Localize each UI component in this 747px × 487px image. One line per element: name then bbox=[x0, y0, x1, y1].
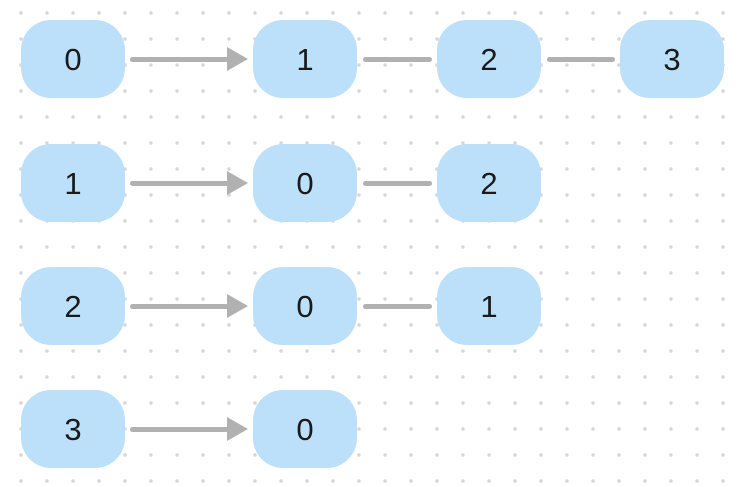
arrowhead-icon bbox=[227, 47, 248, 71]
arrowhead-icon bbox=[227, 294, 248, 318]
arrowhead-icon bbox=[227, 171, 248, 195]
node-label: 3 bbox=[64, 411, 82, 447]
graph-node-neighbor[interactable]: 2 bbox=[437, 144, 541, 222]
node-label: 0 bbox=[296, 411, 314, 447]
graph-node-neighbor[interactable]: 1 bbox=[253, 20, 357, 98]
link-connector bbox=[363, 303, 432, 309]
node-label: 2 bbox=[64, 288, 82, 324]
arrow-connector bbox=[130, 303, 229, 309]
node-label: 1 bbox=[64, 165, 82, 201]
graph-node-neighbor[interactable]: 0 bbox=[253, 390, 357, 468]
arrow-connector bbox=[130, 426, 229, 432]
node-label: 3 bbox=[663, 41, 681, 77]
graph-node-neighbor[interactable]: 0 bbox=[253, 144, 357, 222]
adjacency-row: 2 0 1 bbox=[0, 267, 747, 345]
graph-node-source[interactable]: 2 bbox=[21, 267, 125, 345]
adjacency-row: 1 0 2 bbox=[0, 144, 747, 222]
graph-node-neighbor[interactable]: 2 bbox=[437, 20, 541, 98]
graph-node-neighbor[interactable]: 0 bbox=[253, 267, 357, 345]
node-label: 0 bbox=[296, 288, 314, 324]
graph-node-source[interactable]: 0 bbox=[21, 20, 125, 98]
node-label: 1 bbox=[480, 288, 498, 324]
arrow-connector bbox=[130, 56, 229, 62]
link-connector bbox=[547, 56, 615, 62]
graph-node-neighbor[interactable]: 3 bbox=[620, 20, 724, 98]
arrow-connector bbox=[130, 180, 229, 186]
graph-node-source[interactable]: 3 bbox=[21, 390, 125, 468]
link-connector bbox=[363, 180, 432, 186]
node-label: 2 bbox=[480, 165, 498, 201]
graph-node-source[interactable]: 1 bbox=[21, 144, 125, 222]
node-label: 0 bbox=[64, 41, 82, 77]
adjacency-row: 0 1 2 3 bbox=[0, 20, 747, 98]
node-label: 2 bbox=[480, 41, 498, 77]
graph-node-neighbor[interactable]: 1 bbox=[437, 267, 541, 345]
node-label: 1 bbox=[296, 41, 314, 77]
arrowhead-icon bbox=[227, 417, 248, 441]
node-label: 0 bbox=[296, 165, 314, 201]
link-connector bbox=[363, 56, 432, 62]
